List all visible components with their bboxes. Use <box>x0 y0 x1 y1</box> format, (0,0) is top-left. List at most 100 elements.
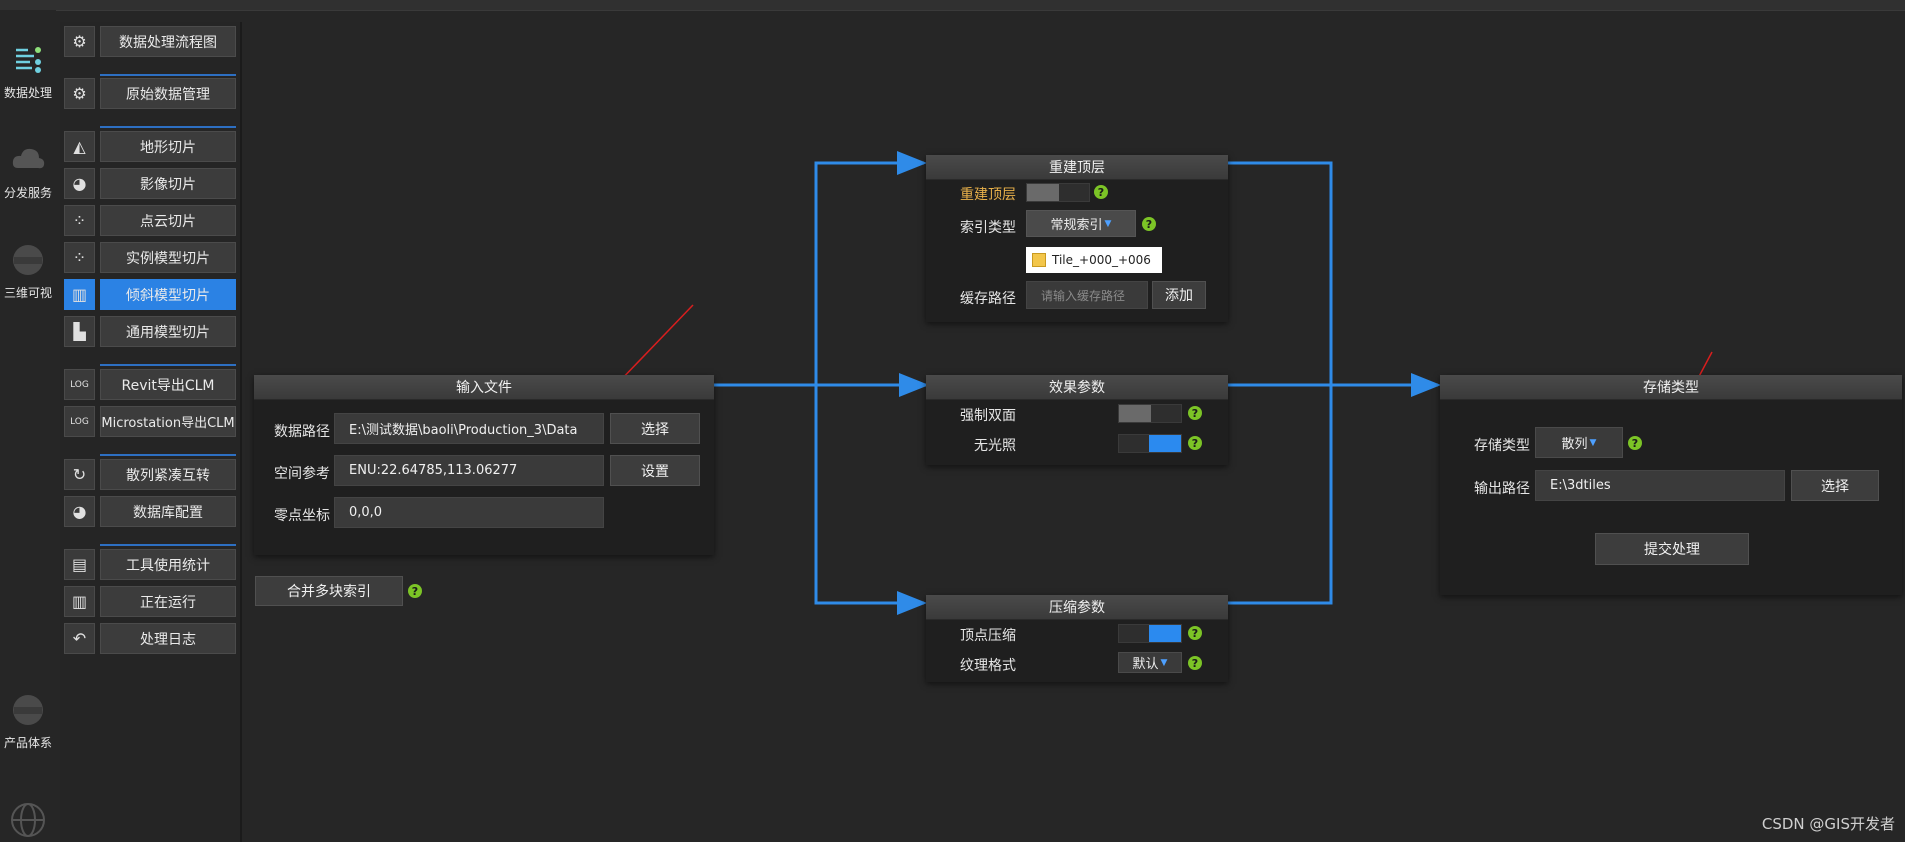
set-spatial-ref-button[interactable]: 设置 <box>610 455 700 486</box>
tool-item-hash-compact[interactable]: ↻ 散列紧凑互转 <box>64 459 240 490</box>
dropdown-value: 默认 <box>1132 657 1159 672</box>
data-path-field[interactable]: E:\测试数据\baoli\Production_3\Data <box>334 413 604 444</box>
globe-badge-icon <box>13 695 43 725</box>
tool-item-revit[interactable]: LOG Revit导出CLM <box>64 369 240 400</box>
rail-item-3d-visual[interactable]: 三维可视 <box>0 240 56 301</box>
tool-item-pointcloud[interactable]: ⁘ 点云切片 <box>64 205 240 236</box>
tool-button[interactable]: 散列紧凑互转 <box>100 459 236 490</box>
title-bar <box>0 0 1905 11</box>
divider <box>100 454 236 456</box>
terrain-icon: ◭ <box>64 131 95 162</box>
rebuild-top-panel: 重建顶层 重建顶层 ? 索引类型 常规索引▼ ? Tile_+000_+006 … <box>926 155 1228 322</box>
help-icon[interactable]: ? <box>1628 436 1642 450</box>
tool-button[interactable]: Revit导出CLM <box>100 369 236 400</box>
flow-icon <box>16 47 41 73</box>
tool-item-usage-stats[interactable]: ▤ 工具使用统计 <box>64 549 240 580</box>
add-cache-path-button[interactable]: 添加 <box>1152 281 1206 309</box>
texture-format-label: 纹理格式 <box>960 658 1016 674</box>
pointcloud-icon: ⁘ <box>64 205 95 236</box>
tool-button[interactable]: 原始数据管理 <box>100 78 236 109</box>
tool-item-instance-model[interactable]: ⁘ 实例模型切片 <box>64 242 240 273</box>
tool-item-flowchart[interactable]: ⚙ 数据处理流程图 <box>64 26 240 57</box>
texture-format-dropdown[interactable]: 默认▼ <box>1118 652 1182 673</box>
rebuild-toggle[interactable] <box>1026 183 1090 202</box>
tool-item-oblique-model[interactable]: ▥ 倾斜模型切片 <box>64 279 240 310</box>
rail-label: 三维可视 <box>3 286 52 300</box>
spatial-ref-label: 空间参考 <box>274 466 330 482</box>
vertex-compress-toggle[interactable] <box>1118 624 1182 643</box>
tool-button[interactable]: 通用模型切片 <box>100 316 236 347</box>
gear-icon: ⚙ <box>64 26 95 57</box>
cache-path-label: 缓存路径 <box>960 291 1016 307</box>
help-icon[interactable]: ? <box>1188 436 1202 450</box>
tool-button[interactable]: 点云切片 <box>100 205 236 236</box>
index-type-label: 索引类型 <box>960 220 1016 236</box>
tool-item-image[interactable]: ◕ 影像切片 <box>64 168 240 199</box>
panel-title: 效果参数 <box>926 375 1228 400</box>
building-icon: ▥ <box>64 279 95 310</box>
document-icon: ▤ <box>64 549 95 580</box>
cloud-icon <box>12 148 45 169</box>
tool-button[interactable]: 数据库配置 <box>100 496 236 527</box>
connector-line <box>814 385 927 615</box>
tool-item-running[interactable]: ▥ 正在运行 <box>64 586 240 617</box>
output-path-field[interactable]: E:\3dtiles <box>1535 470 1785 501</box>
cache-path-input[interactable]: 请输入缓存路径 <box>1026 281 1148 309</box>
pointcloud-icon: ⁘ <box>64 242 95 273</box>
tool-item-general-model[interactable]: ▙ 通用模型切片 <box>64 316 240 347</box>
output-path-label: 输出路径 <box>1474 481 1530 497</box>
origin-field[interactable]: 0,0,0 <box>334 497 604 528</box>
help-icon[interactable]: ? <box>1142 217 1156 231</box>
submit-button[interactable]: 提交处理 <box>1595 533 1749 565</box>
storage-type-panel: 存储类型 存储类型 散列▼ ? 输出路径 E:\3dtiles 选择 提交处理 <box>1440 375 1902 595</box>
globe-icon[interactable] <box>8 800 48 840</box>
panel-title: 存储类型 <box>1440 375 1902 400</box>
help-icon[interactable]: ? <box>408 584 422 598</box>
panel-title: 压缩参数 <box>926 595 1228 620</box>
image-icon: ◕ <box>64 168 95 199</box>
undo-icon: ↶ <box>64 623 95 654</box>
tile-item[interactable]: Tile_+000_+006 <box>1026 247 1162 273</box>
tool-button[interactable]: Microstation导出CLM <box>100 406 236 437</box>
select-output-path-button[interactable]: 选择 <box>1791 470 1879 501</box>
select-data-path-button[interactable]: 选择 <box>610 413 700 444</box>
double-side-toggle[interactable] <box>1118 404 1182 423</box>
storage-type-dropdown[interactable]: 散列▼ <box>1535 427 1623 458</box>
compress-params-panel: 压缩参数 顶点压缩 ? 纹理格式 默认▼ ? <box>926 595 1228 682</box>
tool-item-raw-data[interactable]: ⚙ 原始数据管理 <box>64 78 240 109</box>
tool-button[interactable]: 实例模型切片 <box>100 242 236 273</box>
tool-button[interactable]: 地形切片 <box>100 131 236 162</box>
index-type-dropdown[interactable]: 常规索引▼ <box>1026 210 1136 237</box>
tool-button[interactable]: 倾斜模型切片 <box>100 279 236 310</box>
refresh-icon: ↻ <box>64 459 95 490</box>
rail-item-distribution[interactable]: 分发服务 <box>0 140 56 201</box>
tool-item-log[interactable]: ↶ 处理日志 <box>64 623 240 654</box>
spatial-ref-field[interactable]: ENU:22.64785,113.06277 <box>334 455 604 486</box>
help-icon[interactable]: ? <box>1094 185 1108 199</box>
rail-label: 数据处理 <box>3 86 52 100</box>
toggle-knob <box>1149 625 1181 642</box>
tool-item-microstation[interactable]: LOG Microstation导出CLM <box>64 406 240 437</box>
tool-button[interactable]: 正在运行 <box>100 586 236 617</box>
tool-item-terrain[interactable]: ◭ 地形切片 <box>64 131 240 162</box>
vertex-compress-label: 顶点压缩 <box>960 628 1016 644</box>
merge-index-button[interactable]: 合并多块索引 <box>255 576 403 606</box>
tool-button[interactable]: 工具使用统计 <box>100 549 236 580</box>
effect-params-panel: 效果参数 强制双面 ? 无光照 ? <box>926 375 1228 465</box>
data-path-label: 数据路径 <box>274 424 330 440</box>
divider <box>100 74 236 76</box>
tool-item-database[interactable]: ◕ 数据库配置 <box>64 496 240 527</box>
rail-item-data-processing[interactable]: 数据处理 <box>0 40 56 101</box>
folder-icon <box>1032 253 1046 267</box>
tool-button[interactable]: 影像切片 <box>100 168 236 199</box>
no-light-toggle[interactable] <box>1118 434 1182 453</box>
tool-button[interactable]: 处理日志 <box>100 623 236 654</box>
globe-badge-icon <box>13 245 43 275</box>
help-icon[interactable]: ? <box>1188 656 1202 670</box>
rail-item-products[interactable]: 产品体系 <box>0 690 56 751</box>
chevron-down-icon: ▼ <box>1160 657 1168 668</box>
help-icon[interactable]: ? <box>1188 626 1202 640</box>
main-nav-rail: 数据处理 分发服务 三维可视 产品体系 <box>0 10 56 842</box>
tool-button[interactable]: 数据处理流程图 <box>100 26 236 57</box>
help-icon[interactable]: ? <box>1188 406 1202 420</box>
